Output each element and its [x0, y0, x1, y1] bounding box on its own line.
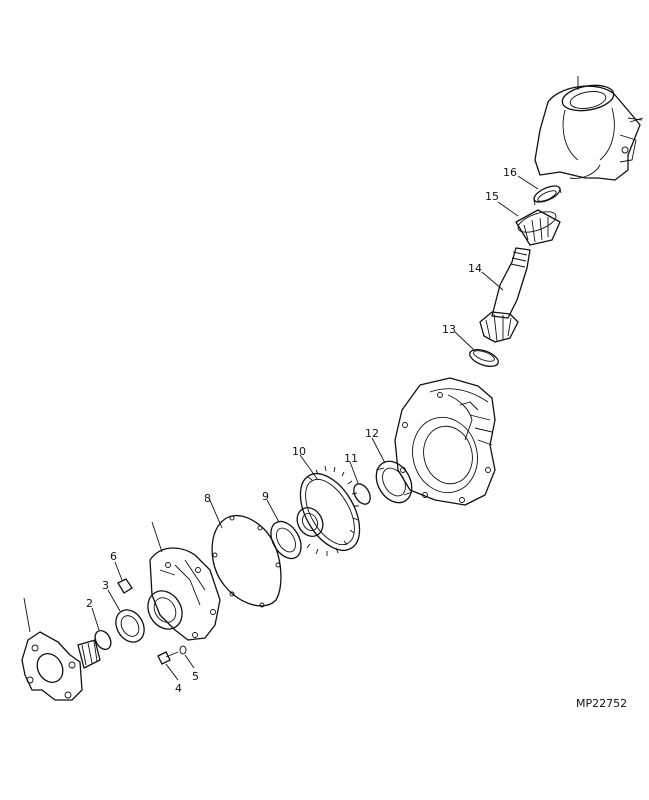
callout-2: 2	[86, 597, 93, 610]
part-12-bearing	[371, 437, 413, 504]
part-10-ring-gear	[296, 454, 361, 556]
callout-14: 14	[468, 262, 482, 275]
part-16-bearing-cup	[517, 175, 562, 206]
part-14-pinion-shaft	[479, 247, 531, 343]
callout-9: 9	[262, 490, 269, 503]
main-housing	[394, 377, 496, 506]
part-4-bolt	[157, 651, 179, 681]
upper-housing	[534, 76, 644, 181]
callout-12: 12	[365, 427, 379, 440]
part-8-gasket	[208, 497, 282, 608]
part-6-plug	[114, 561, 133, 594]
callout-6: 6	[110, 550, 117, 563]
part-3-seal	[107, 589, 145, 643]
callout-10: 10	[292, 445, 306, 458]
callout-13: 13	[442, 323, 456, 336]
figure-reference-code: MP22752	[576, 697, 627, 710]
callout-3: 3	[102, 579, 109, 592]
callout-8: 8	[204, 492, 211, 505]
part-7-axle-cover	[147, 521, 221, 641]
part-2-snap-ring	[91, 607, 112, 650]
part-11-snap-ring	[349, 461, 371, 505]
callout-labels: 2 3 4 5 6 8 9 10 11 12 13 14 15 16	[86, 166, 517, 695]
part-1-axle-flange	[21, 597, 101, 701]
part-5-washer	[179, 645, 195, 669]
callout-5: 5	[192, 670, 199, 683]
part-15-bearing-cone	[497, 201, 561, 246]
callout-4: 4	[175, 682, 182, 695]
part-13-bearing-cup	[454, 331, 499, 367]
callout-16: 16	[503, 166, 517, 179]
callout-11: 11	[344, 452, 358, 465]
callout-15: 15	[485, 190, 499, 203]
